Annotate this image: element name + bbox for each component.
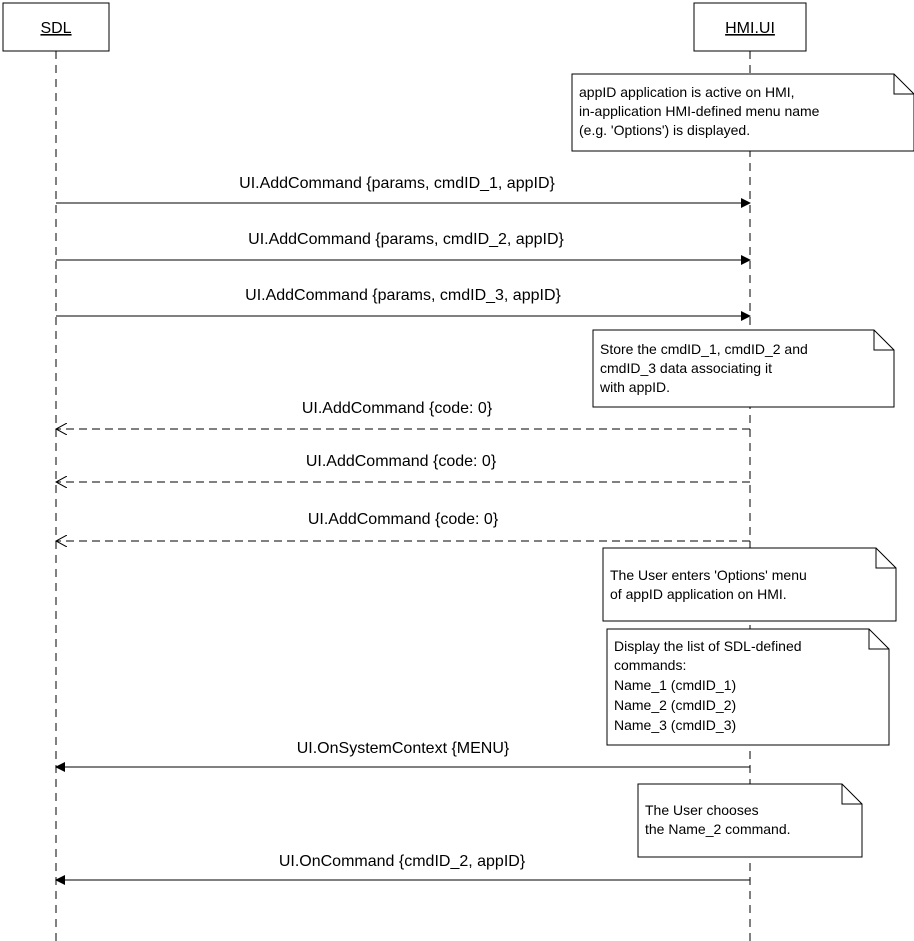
note-display-commands: Display the list of SDL-defined commands… — [606, 628, 890, 746]
note-user-chooses-text: The User chooses the Name_2 command. — [645, 802, 791, 837]
note-user-enters-menu-text: The User enters 'Options' menu of appID … — [610, 567, 811, 602]
svg-text:UI.OnSystemContext {MENU}: UI.OnSystemContext {MENU} — [297, 740, 510, 757]
note-store-commands: Store the cmdID_1, cmdID_2 and cmdID_3 d… — [592, 329, 895, 408]
message-add-command-1: UI.AddCommand {params, cmdID_1, appID} — [56, 175, 751, 208]
svg-text:UI.AddCommand {params, cmdID_3: UI.AddCommand {params, cmdID_3, appID} — [245, 287, 561, 304]
notification-on-system-context: UI.OnSystemContext {MENU} — [55, 740, 750, 772]
note-display-commands-text: Display the list of SDL-defined commands… — [614, 638, 805, 733]
participant-hmi-label: HMI.UI — [725, 20, 775, 37]
svg-text:UI.AddCommand {code: 0}: UI.AddCommand {code: 0} — [308, 511, 499, 528]
participant-hmi: HMI.UI — [693, 2, 807, 52]
notification-on-command: UI.OnCommand {cmdID_2, appID} — [55, 853, 750, 885]
message-add-command-2: UI.AddCommand {params, cmdID_2, appID} — [56, 231, 751, 265]
response-add-command-1: UI.AddCommand {code: 0} — [56, 400, 750, 429]
svg-text:UI.AddCommand {code: 0}: UI.AddCommand {code: 0} — [302, 400, 493, 417]
message-add-command-3: UI.AddCommand {params, cmdID_3, appID} — [56, 287, 751, 321]
note-app-active: appID application is active on HMI, in-a… — [571, 73, 914, 152]
participant-sdl: SDL — [2, 2, 110, 52]
note-app-active-text: appID application is active on HMI, in-a… — [579, 84, 823, 138]
svg-text:UI.AddCommand {params, cmdID_2: UI.AddCommand {params, cmdID_2, appID} — [248, 231, 564, 248]
participant-sdl-label: SDL — [40, 20, 71, 37]
response-add-command-3: UI.AddCommand {code: 0} — [56, 511, 750, 541]
svg-text:UI.OnCommand {cmdID_2, appID}: UI.OnCommand {cmdID_2, appID} — [279, 853, 526, 870]
svg-text:UI.AddCommand {params, cmdID_1: UI.AddCommand {params, cmdID_1, appID} — [239, 175, 555, 192]
svg-text:UI.AddCommand {code: 0}: UI.AddCommand {code: 0} — [306, 453, 497, 470]
response-add-command-2: UI.AddCommand {code: 0} — [56, 453, 750, 482]
note-user-chooses: The User chooses the Name_2 command. — [637, 783, 863, 858]
note-user-enters-menu: The User enters 'Options' menu of appID … — [602, 547, 897, 622]
note-store-commands-text: Store the cmdID_1, cmdID_2 and cmdID_3 d… — [599, 341, 812, 395]
